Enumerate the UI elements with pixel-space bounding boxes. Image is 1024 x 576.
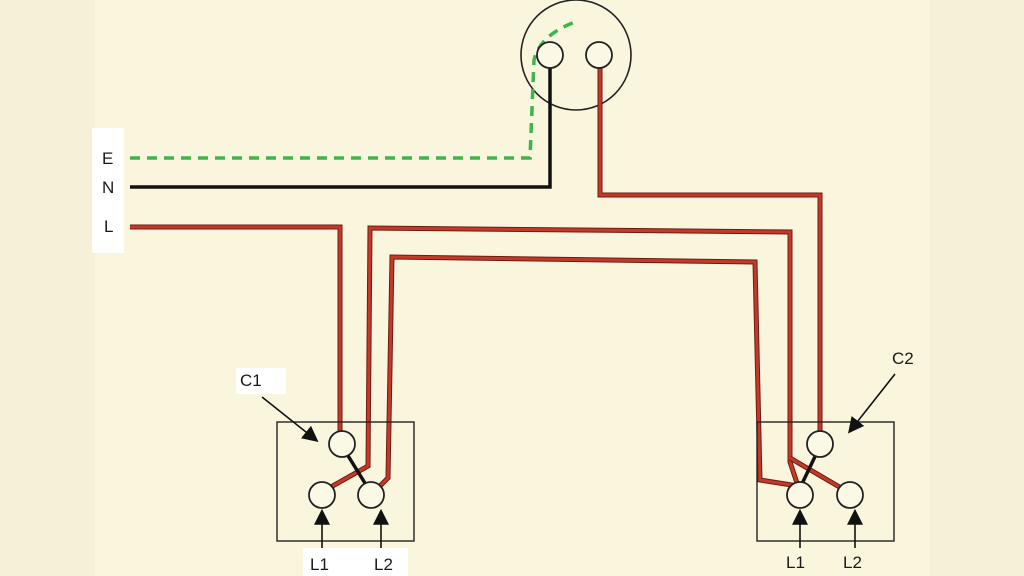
switch-1-l2-label: L2 [374, 555, 393, 574]
c2-pointer-arrow [848, 373, 896, 434]
supply-label-panel [92, 128, 124, 253]
earth-wire [130, 20, 576, 160]
switched-live-wire-edge [597, 60, 823, 440]
switch2-link [789, 456, 849, 494]
switch-2-l1-terminal [786, 481, 814, 509]
switch1-terminal-label-panel [303, 548, 408, 576]
live-feed-wire [130, 225, 342, 438]
neutral-wire [130, 60, 552, 189]
neutral-label: N [102, 178, 114, 197]
strapper-wire-2-edge [370, 254, 799, 496]
lamp-fitting-outline [520, 0, 632, 111]
lamp-live-terminal [585, 41, 613, 69]
switch-2-common-terminal [806, 430, 834, 458]
switched-live-wire [598, 60, 822, 440]
switch-2-l2-label: L2 [843, 553, 862, 572]
live-label: L [104, 217, 113, 236]
switch-1-box [276, 421, 415, 542]
c1-label: C1 [240, 371, 262, 390]
switch-2-l2-terminal [836, 481, 864, 509]
switch-1-common-terminal [328, 430, 356, 458]
strapper-wire-2 [370, 255, 799, 496]
switch-1-l2-terminal [357, 481, 385, 509]
lamp-neutral-terminal [536, 41, 564, 69]
c1-label-panel [236, 368, 286, 394]
strapper-wire-1 [321, 226, 802, 494]
switch-1-l1-terminal [308, 481, 336, 509]
live-feed-wire-edge [130, 224, 343, 438]
earth-label: E [102, 149, 113, 168]
c1-pointer-arrow [261, 396, 319, 442]
switch-2-l1-label: L1 [786, 553, 805, 572]
switch-1-l1-label: L1 [310, 555, 329, 574]
switch-2-box [756, 421, 895, 542]
c2-label: C2 [892, 349, 914, 368]
